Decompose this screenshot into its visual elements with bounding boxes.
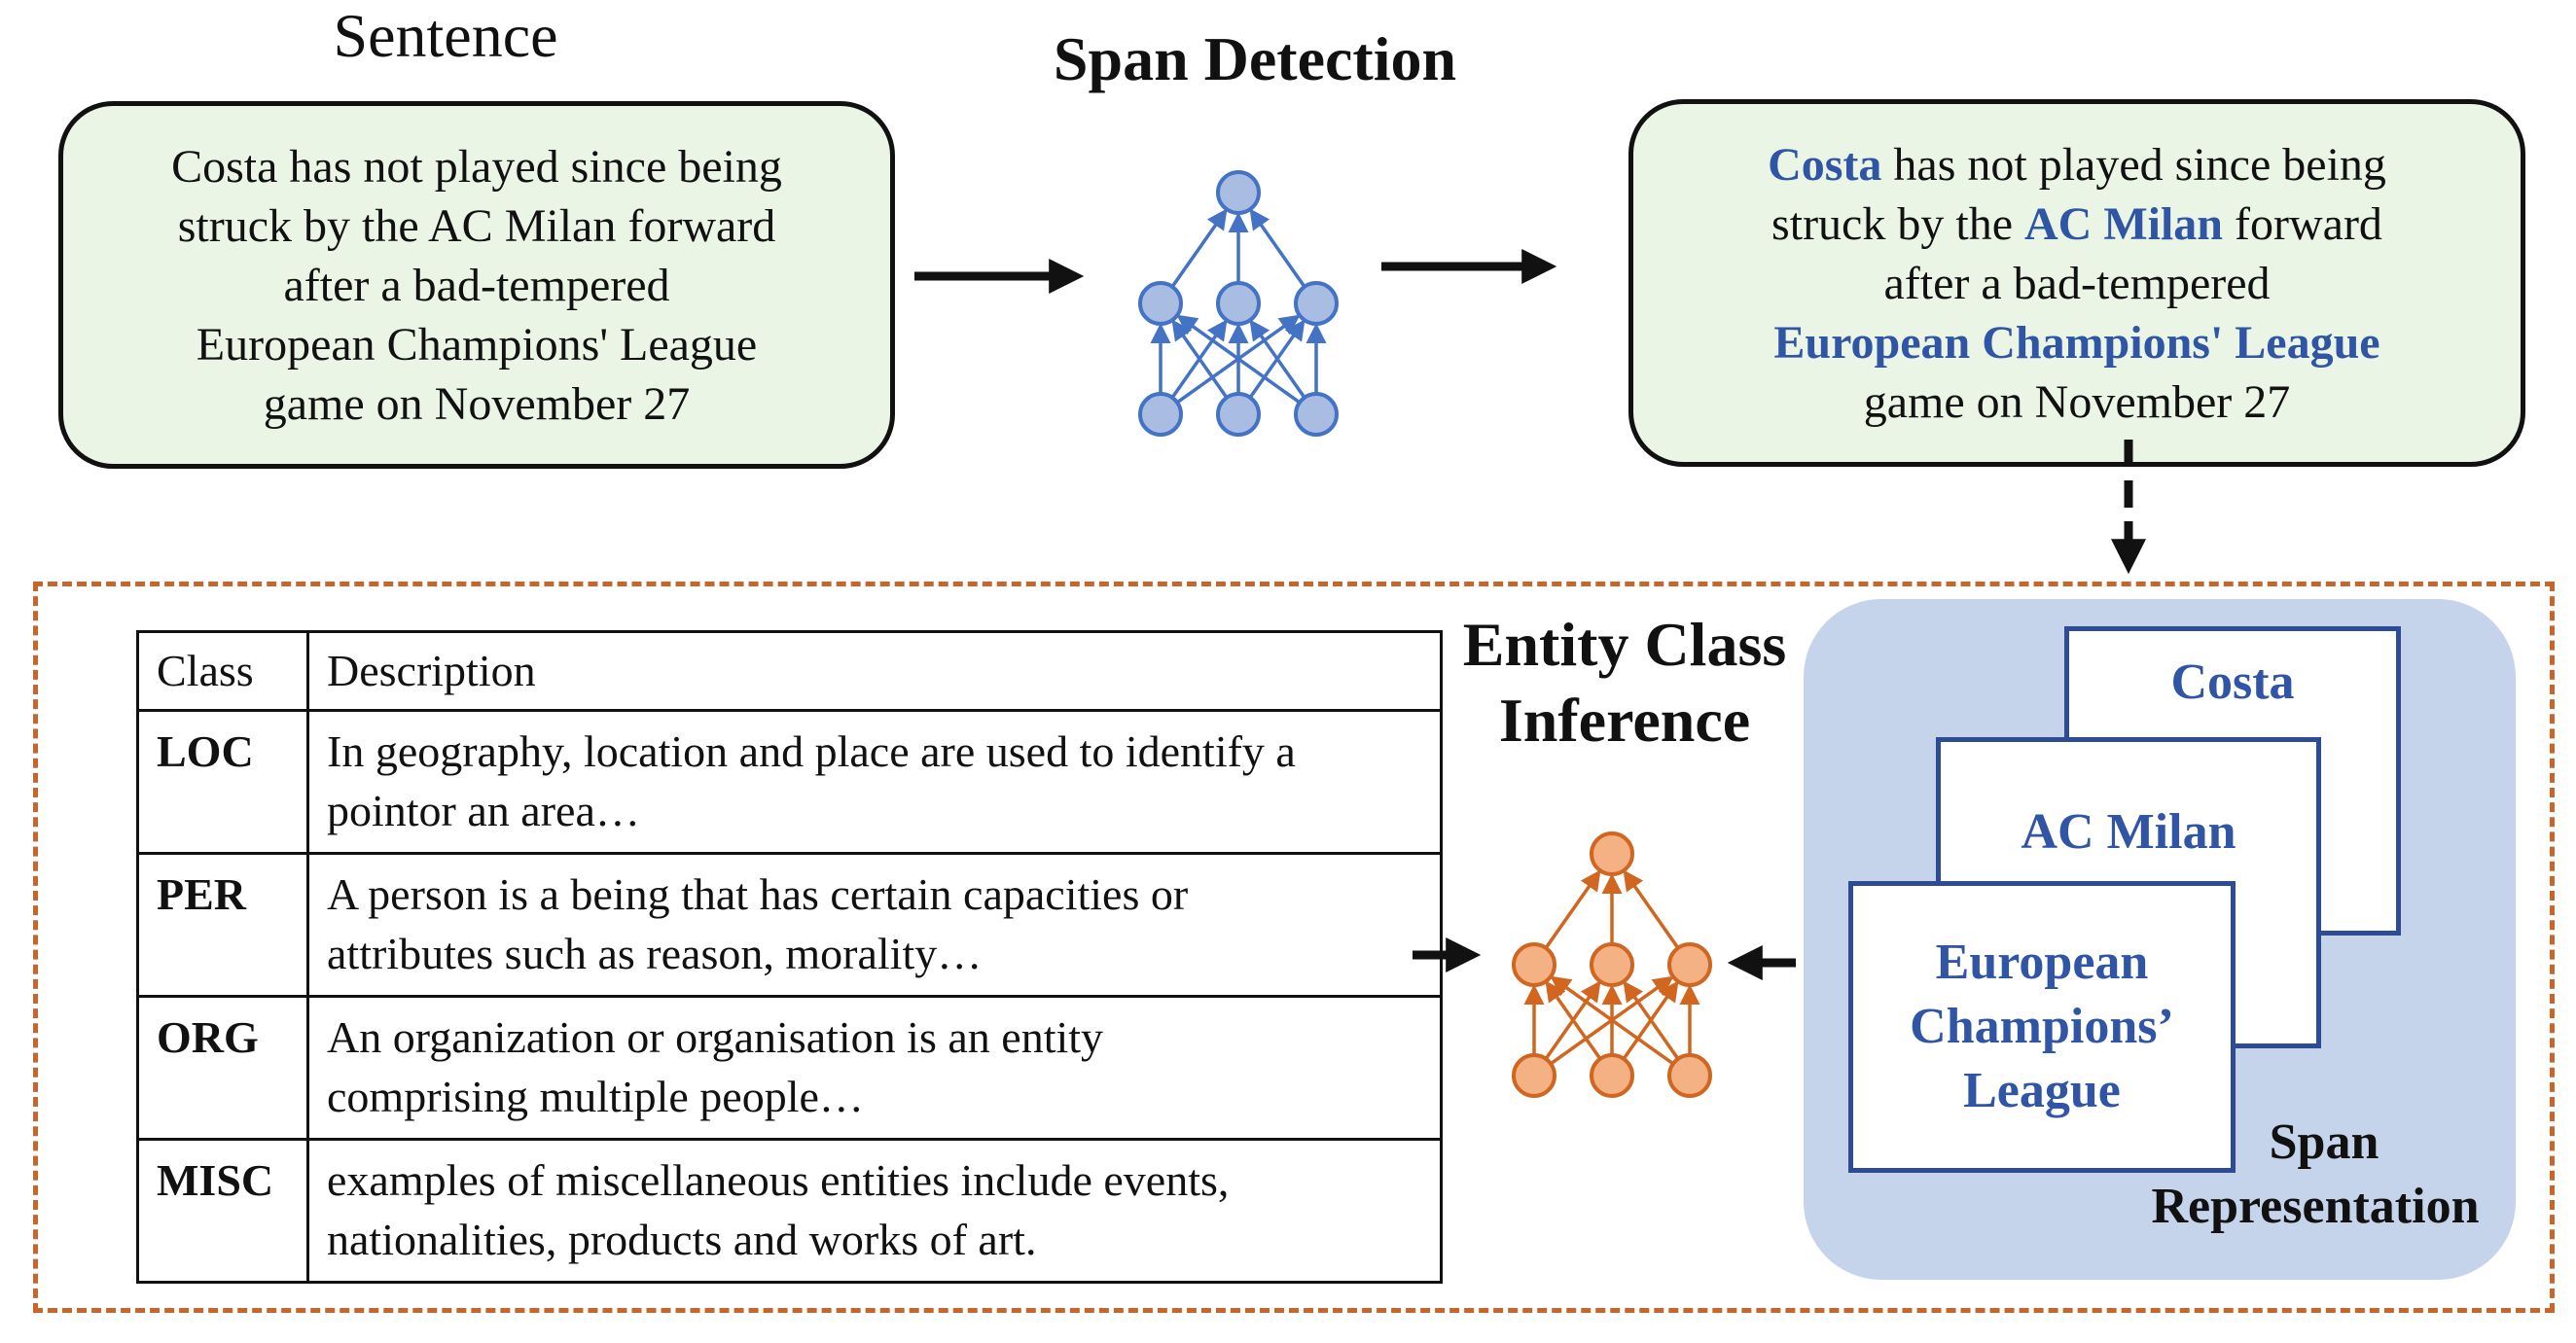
detected-sentence-segment: game on November 27 — [1863, 375, 2291, 428]
network-edge — [1249, 208, 1306, 288]
network-edge — [1623, 980, 1680, 1060]
class-code-cell: PER — [136, 852, 309, 998]
detected-sentence-segment: has not played since being — [1881, 138, 2386, 191]
entity-class-inference-heading: Entity Class Inference — [1430, 607, 1819, 759]
input-sentence-line: struck by the AC Milan forward — [177, 199, 776, 252]
detected-span-highlight: AC Milan — [2024, 197, 2223, 250]
class-description-line: comprising multiple people… — [327, 1072, 864, 1121]
network-edge — [1544, 869, 1601, 949]
span-card-label: Champions’ — [1910, 999, 2174, 1054]
network-edge — [1249, 319, 1306, 399]
network-edge — [1171, 319, 1229, 399]
class-description-cell: In geography, location and place are use… — [306, 709, 1443, 855]
network-edge — [1550, 975, 1674, 1066]
table-header-cell: Class — [136, 630, 309, 712]
input-sentence-line: Costa has not played since being — [171, 140, 782, 193]
detected-span-highlight: European Champions' League — [1773, 316, 2380, 369]
class-description-line: pointor an area… — [327, 786, 640, 835]
detected-sentence-line: European Champions' League — [1768, 313, 2386, 372]
class-code-cell: MISC — [136, 1138, 309, 1284]
input-sentence-line: after a bad-tempered — [283, 259, 670, 311]
network-edge — [1176, 314, 1301, 405]
detected-sentence-segment: after a bad-tempered — [1883, 257, 2271, 309]
span-card-label: European — [1935, 935, 2149, 990]
entity-inference-frame — [33, 582, 2555, 1313]
class-description-line: examples of miscellaneous entities inclu… — [327, 1155, 1230, 1205]
class-description-line: nationalities, products and works of art… — [327, 1215, 1037, 1264]
detected-sentence-segment: forward — [2223, 197, 2382, 250]
network-node — [1590, 942, 1634, 987]
class-description-line: A person is a being that has certain cap… — [327, 869, 1189, 919]
network-edge — [1545, 980, 1602, 1060]
network-edge — [1176, 314, 1301, 405]
detected-sentence-line: struck by the AC Milan forward — [1768, 194, 2386, 254]
network-node — [1294, 281, 1339, 326]
class-code-cell: LOC — [136, 709, 309, 855]
table-row: MISC examples of miscellaneous entities i… — [136, 1138, 1443, 1284]
entity-class-line-2: Inference — [1498, 686, 1751, 755]
network-node — [1512, 1053, 1556, 1098]
detected-span-highlight: Costa — [1768, 138, 1882, 191]
network-node — [1512, 942, 1556, 987]
entity-classifier-network-icon — [1512, 831, 1712, 1098]
class-description-cell: An organization or organisation is an en… — [306, 995, 1443, 1141]
table-header-cell: Description — [306, 630, 1443, 712]
network-node — [1667, 942, 1712, 987]
span-detection-heading: Span Detection — [1053, 24, 1457, 93]
class-code-cell: ORG — [136, 995, 309, 1141]
network-node — [1590, 1053, 1634, 1098]
network-edge — [1622, 980, 1679, 1060]
table-row: PER A person is a being that has certain … — [136, 852, 1443, 998]
class-description-cell: A person is a being that has certain cap… — [306, 852, 1443, 998]
input-sentence-box: Costa has not played since being struck b… — [58, 101, 895, 469]
span-detector-network-icon — [1138, 170, 1339, 437]
class-description-line: An organization or organisation is an en… — [327, 1012, 1104, 1062]
network-edge — [1170, 208, 1228, 288]
detected-sentence-line: Costa has not played since being — [1768, 135, 2386, 194]
network-edge — [1544, 980, 1601, 1060]
span-representation-line-2: Representation — [2151, 1179, 2480, 1234]
table-row: LOC In geography, location and place are … — [136, 709, 1443, 855]
network-edge — [1248, 319, 1306, 399]
detected-sentence-line: game on November 27 — [1768, 372, 2386, 432]
table-row: ORG An organization or organisation is an… — [136, 995, 1443, 1141]
span-representation-line-1: Span — [2269, 1114, 2379, 1170]
input-sentence-text: Costa has not played since being struck b… — [171, 137, 782, 434]
detected-sentence-segment: struck by the — [1771, 197, 2024, 250]
span-card-label: Costa — [2170, 654, 2295, 710]
network-edge — [1170, 319, 1228, 399]
network-node — [1216, 170, 1261, 215]
network-node — [1667, 1053, 1712, 1098]
span-card-label: League — [1963, 1063, 2121, 1118]
network-edge — [1623, 869, 1680, 949]
sentence-heading: Sentence — [333, 1, 558, 70]
network-node — [1138, 392, 1183, 437]
span-card-label: AC Milan — [2021, 804, 2236, 860]
class-description-cell: examples of miscellaneous entities inclu… — [306, 1138, 1443, 1284]
span-representation-label: Span Representation — [2111, 1111, 2520, 1239]
class-description-line: attributes such as reason, morality… — [327, 929, 983, 978]
entity-class-line-1: Entity Class — [1462, 610, 1787, 679]
network-edge — [1550, 975, 1674, 1066]
class-description-line: In geography, location and place are use… — [327, 726, 1296, 776]
input-sentence-line: European Champions' League — [196, 318, 758, 371]
network-node — [1216, 281, 1261, 326]
network-node — [1294, 392, 1339, 437]
input-sentence-line: game on November 27 — [263, 377, 691, 430]
network-node — [1138, 281, 1183, 326]
network-node — [1590, 831, 1634, 876]
network-node — [1216, 392, 1261, 437]
detected-sentence-line: after a bad-tempered — [1768, 254, 2386, 313]
